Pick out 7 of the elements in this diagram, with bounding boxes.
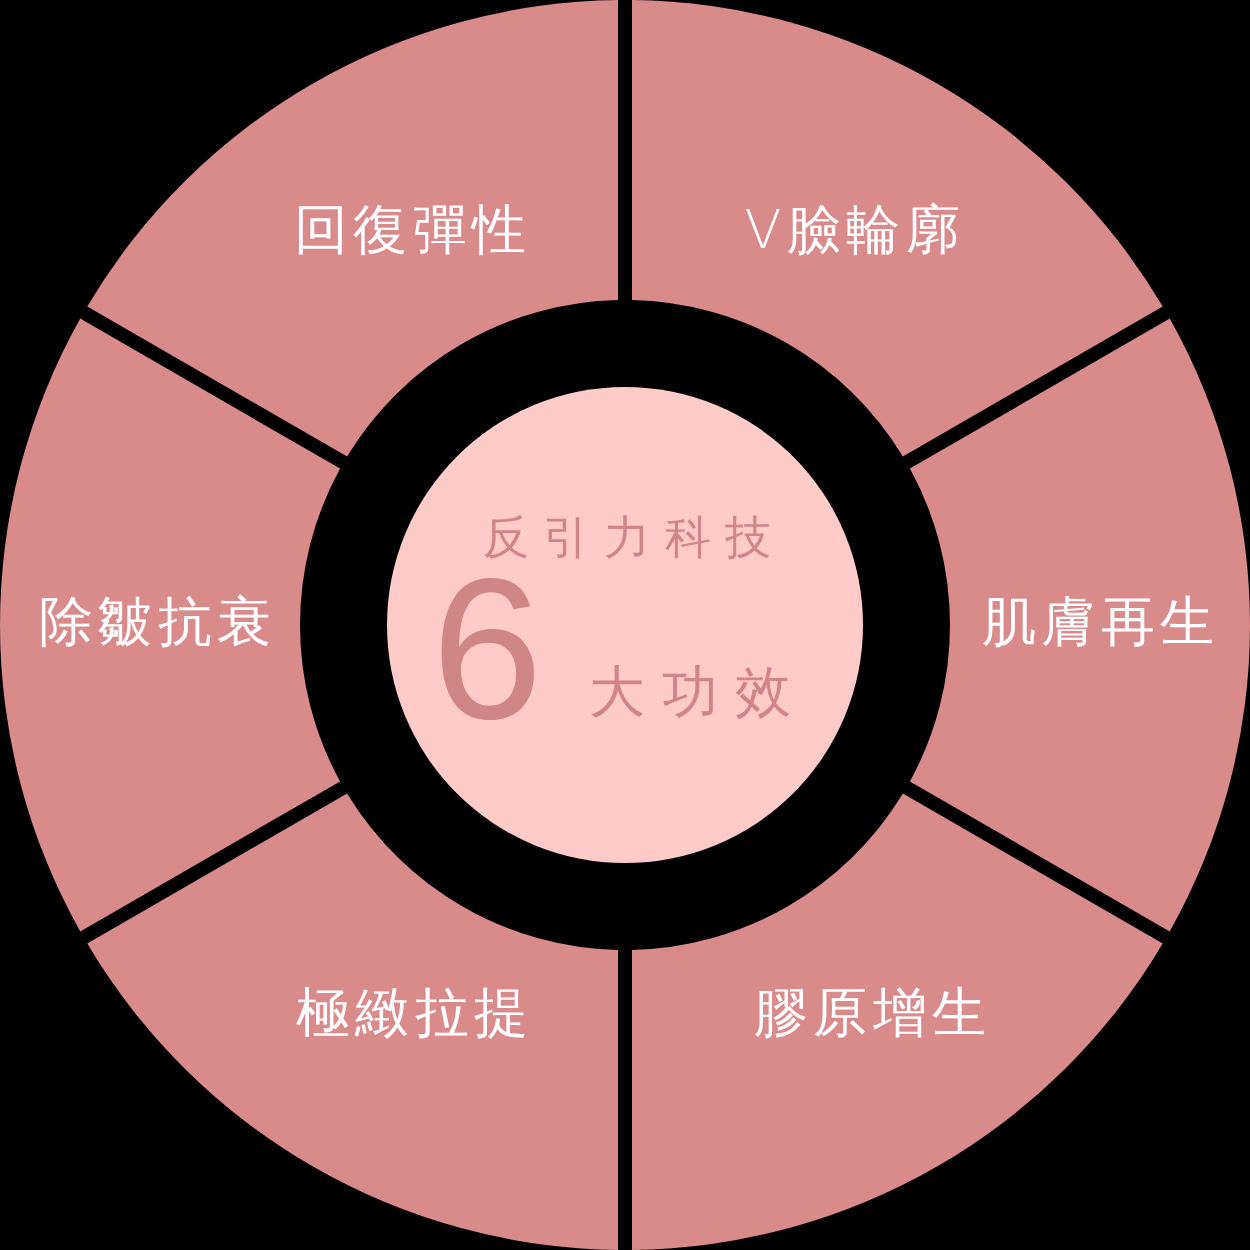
segment-label: 膠原增生	[752, 986, 992, 1040]
segment-label: 除皺抗衰	[37, 595, 277, 649]
segment-label: 回復彈性	[292, 203, 532, 257]
segment-label: 極緻拉提	[294, 986, 534, 1040]
center-subtitle: 大功效	[588, 664, 808, 720]
segment-label: V臉輪廓	[743, 203, 965, 257]
segment-label: 肌膚再生	[980, 595, 1220, 649]
